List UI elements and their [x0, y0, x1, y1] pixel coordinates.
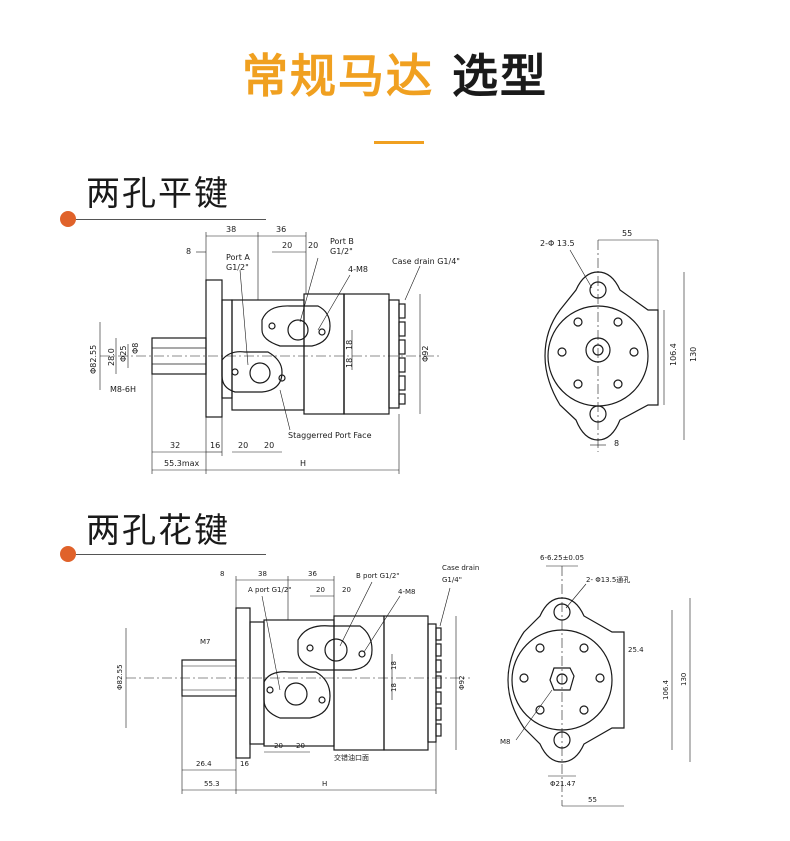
- section2-side-labels: 8 38 36 20 20 A port G1/2" B port G1/2" …: [116, 564, 479, 788]
- section1-bullet-icon: [60, 211, 76, 227]
- section2-title: 两孔花键: [86, 511, 230, 551]
- port-a-label: A port G1/2": [248, 586, 292, 594]
- port-b-label: Port B: [330, 237, 354, 246]
- dim-label: Φ21.47: [550, 780, 576, 788]
- dim-label: 38: [258, 570, 267, 578]
- section1-front-view: [544, 239, 685, 452]
- dim-label: 20: [308, 241, 318, 250]
- shaft-dim: Φ8: [131, 343, 140, 354]
- spline-label: 6-6.25±0.05: [540, 554, 584, 562]
- title-dark: 选型: [452, 49, 548, 103]
- section1-side-labels: 8 38 36 20 20 Port A G1/2" Port B G1/2" …: [89, 225, 460, 468]
- shaft-dia: Φ82.55: [89, 345, 98, 374]
- hole-label: 2-Φ 13.5: [540, 239, 575, 248]
- section1-front-labels: 2-Φ 13.5 55 106.4 130 8: [540, 229, 698, 448]
- dim-label: 55.3max: [164, 459, 200, 468]
- dim-label: 18: [390, 683, 398, 692]
- dim-label: 38: [226, 225, 236, 234]
- dim-label: 18: [345, 358, 354, 368]
- dim-label: 106.4: [662, 679, 670, 700]
- section2-rule: [76, 554, 266, 555]
- dim-label: 18: [345, 340, 354, 350]
- dim-label: 32: [170, 441, 180, 450]
- dim-label: 8: [186, 247, 191, 256]
- section2-side-view: [125, 576, 470, 794]
- dim-label: 16: [240, 760, 249, 768]
- dim-label: 20: [282, 241, 292, 250]
- dim-label: H: [322, 780, 327, 788]
- dim-label: 55.3: [204, 780, 220, 788]
- port-b-size: G1/2": [330, 247, 353, 256]
- port-b-label: B port G1/2": [356, 572, 400, 580]
- dim-label: 106.4: [669, 343, 678, 366]
- dim-label: 26.4: [196, 760, 212, 768]
- bolt-label: 4-M8: [348, 265, 368, 274]
- dim-label: 20: [316, 586, 325, 594]
- bolt-label: 4-M8: [398, 588, 415, 596]
- section2-front-labels: 6-6.25±0.05 2- Φ13.5通孔 25.4 106.4 130 M8…: [500, 554, 688, 804]
- title-underline: [374, 141, 424, 144]
- section2-front-view: [507, 565, 691, 807]
- thread-label: M8: [500, 738, 511, 746]
- dim-label: 16: [210, 441, 220, 450]
- dim-label: 20: [296, 742, 305, 750]
- section1-side-view: [99, 232, 440, 474]
- shaft-dim: 28.0: [107, 348, 116, 366]
- case-drain-label: Case drain G1/4": [392, 257, 460, 266]
- key-label: 25.4: [628, 646, 644, 654]
- dim-label: H: [300, 459, 306, 468]
- dim-label: 36: [276, 225, 286, 234]
- staggered-label: Staggerred Port Face: [288, 431, 372, 440]
- dim-label: Φ92: [421, 346, 430, 362]
- title-accent: 常规马达: [241, 49, 434, 103]
- shaft-dia: Φ82.55: [116, 664, 124, 690]
- port-a-label: Port A: [226, 253, 250, 262]
- hole-label: 2- Φ13.5通孔: [586, 575, 630, 584]
- dim-label: 20: [342, 586, 351, 594]
- dim-label: 130: [680, 673, 688, 686]
- dim-label: 20: [264, 441, 274, 450]
- dim-label: 55: [588, 796, 597, 804]
- shaft-thread: M8-6H: [110, 385, 136, 394]
- dim-label: 36: [308, 570, 317, 578]
- section1-rule: [76, 219, 266, 220]
- dim-label: 55: [622, 229, 632, 238]
- page-title: 常规马达 选型: [0, 40, 790, 106]
- section2-bullet-icon: [60, 546, 76, 562]
- dim-label: 20: [238, 441, 248, 450]
- section1-title: 两孔平键: [86, 174, 230, 214]
- dim-label: 130: [689, 347, 698, 362]
- dim-label: 18: [390, 661, 398, 670]
- dim-label: Φ92: [458, 676, 466, 690]
- stagger-label: 交错油口面: [334, 753, 369, 762]
- case-drain-label: Case drain: [442, 564, 479, 572]
- dim-label: 20: [274, 742, 283, 750]
- shaft-dim: Φ25: [119, 346, 128, 362]
- port-a-size: G1/2": [226, 263, 249, 272]
- shaft-dim: M7: [200, 638, 211, 646]
- case-drain-size: G1/4": [442, 576, 462, 584]
- dim-label: 8: [220, 570, 224, 578]
- dim-label: 8: [614, 439, 619, 448]
